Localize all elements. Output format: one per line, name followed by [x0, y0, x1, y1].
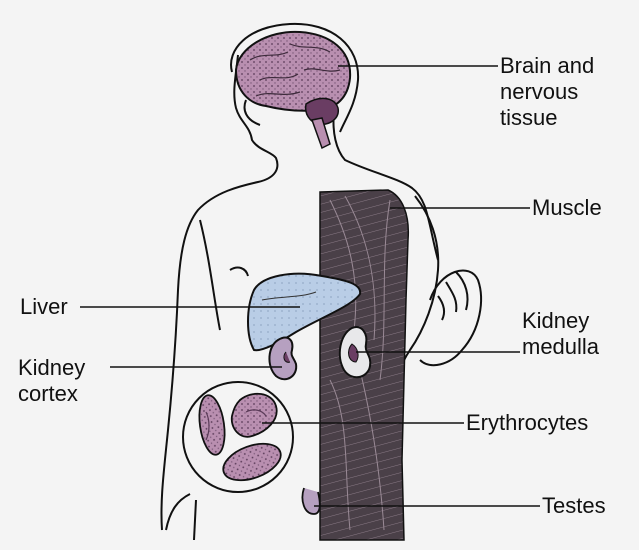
kidney-cortex-label-line-1: Kidney [18, 355, 85, 381]
kidney-cortex-label-line-2: cortex [18, 381, 85, 407]
kidney-medulla-label-line-2: medulla [522, 334, 599, 360]
hand-outline [420, 270, 481, 365]
erythrocytes-label: Erythrocytes [466, 410, 588, 436]
testes-label: Testes [542, 493, 606, 519]
testes-shape [302, 488, 319, 514]
kidney-medulla-label-line-1: Kidney [522, 308, 599, 334]
brain-label-line-2: nervous [500, 79, 594, 105]
kidney-medulla-label: Kidney medulla [522, 308, 599, 360]
brain-label: Brain and nervous tissue [500, 53, 594, 131]
brain-label-line-1: Brain and [500, 53, 594, 79]
kidney-cortex-label: Kidney cortex [18, 355, 85, 407]
left-kidney [269, 338, 296, 380]
muscle-label: Muscle [532, 195, 602, 221]
brain-label-line-3: tissue [500, 105, 594, 131]
liver-label: Liver [20, 294, 68, 320]
